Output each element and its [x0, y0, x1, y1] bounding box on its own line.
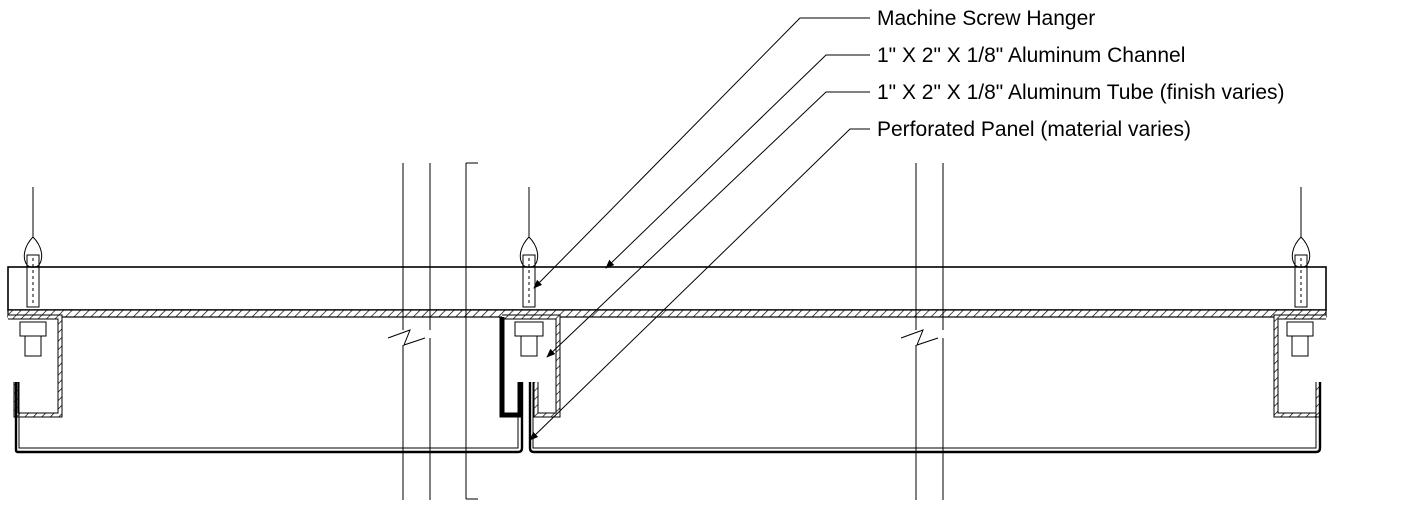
dimension-bracket	[465, 162, 478, 500]
callout-aluminum-channel: 1" X 2" X 1/8" Aluminum Channel	[877, 44, 1185, 67]
hanger-left	[23, 187, 43, 308]
hanger-right	[1291, 187, 1311, 308]
channel-right	[1273, 314, 1326, 418]
break-line-right	[900, 163, 944, 500]
callout-machine-screw-hanger: Machine Screw Hanger	[877, 7, 1095, 30]
perforated-panel-right	[528, 382, 1322, 454]
callout-aluminum-tube: 1" X 2" X 1/8" Aluminum Tube (finish var…	[877, 81, 1285, 104]
hanger-middle	[519, 187, 539, 308]
callout-perforated-panel: Perforated Panel (material varies)	[877, 118, 1191, 141]
callout-leaders	[529, 17, 870, 441]
channel-middle	[499, 314, 561, 418]
perforated-panel-left	[14, 382, 524, 454]
upper-tube-band	[7, 266, 1327, 311]
break-line-left	[387, 163, 431, 500]
hatched-top-plate	[7, 309, 1327, 318]
